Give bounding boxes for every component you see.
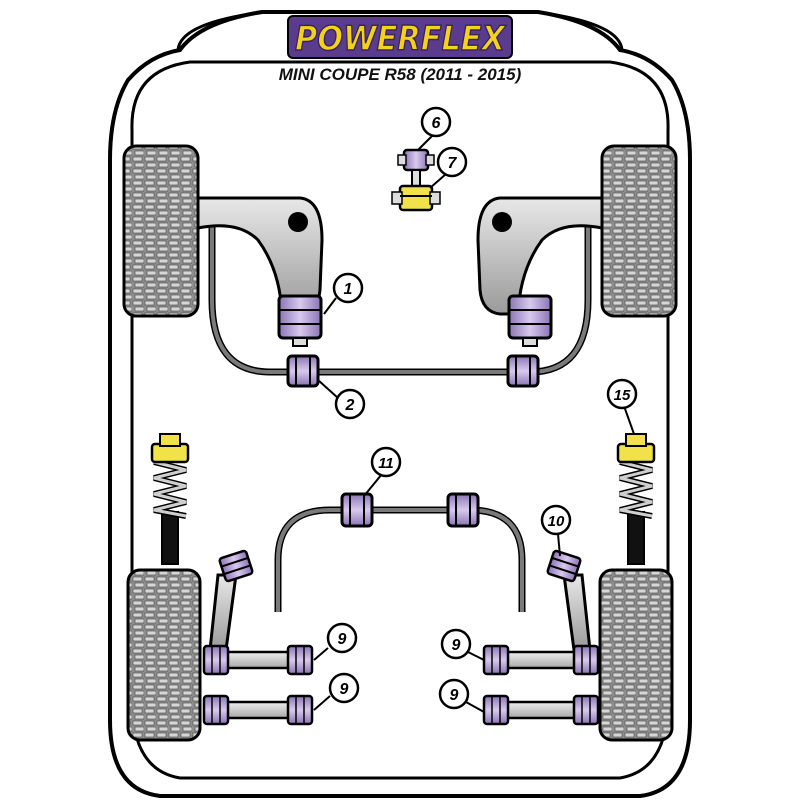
front-arm-bush-right (507, 294, 553, 347)
tyre-front-right (600, 144, 678, 318)
tyre-rear-right (598, 568, 674, 742)
callout-9-left-lower: 9 (328, 672, 360, 704)
logo-text: POWERFLEX (295, 19, 507, 59)
callout-10-label: 10 (548, 513, 565, 530)
rear-anti-roll-bar (274, 506, 526, 612)
callout-6-label: 6 (432, 115, 441, 132)
callout-11: 11 (370, 446, 402, 478)
front-arm-bush-left (277, 294, 323, 347)
engine-mount-bush-upper (397, 148, 435, 172)
tyre-front-left (122, 144, 200, 318)
callout-leaders (313, 133, 635, 713)
callout-9-label: 9 (338, 631, 347, 648)
callout-1: 1 (332, 272, 364, 304)
callout-9-label: 9 (340, 681, 349, 698)
callout-9-left-upper: 9 (326, 622, 358, 654)
model-subtitle: MINI COUPE R58 (2011 - 2015) (279, 65, 522, 84)
callout-9-label: 9 (450, 687, 459, 704)
callout-9-label: 9 (452, 637, 461, 654)
callout-15-label: 15 (614, 387, 631, 404)
callouts: 1 2 6 7 9 9 9 9 (326, 106, 638, 710)
rear-lower-lateral-arm-right (482, 694, 600, 726)
callout-2-label: 2 (345, 397, 355, 414)
rear-upper-lateral-arm-left (202, 644, 314, 676)
powerflex-logo: POWERFLEX (287, 15, 513, 60)
rear-lower-lateral-arm-left (202, 694, 314, 726)
callout-9-right-lower: 9 (438, 678, 470, 710)
callout-1-label: 1 (344, 281, 353, 298)
callout-11-label: 11 (378, 455, 394, 472)
callout-15: 15 (606, 378, 638, 410)
rear-shock-right (616, 433, 656, 565)
rear-upper-lateral-arm-right (482, 644, 600, 676)
callout-2: 2 (334, 388, 366, 420)
callout-7-label: 7 (448, 155, 458, 172)
rear-trailing-arm-left (208, 549, 254, 652)
rear-arb-bush-right (446, 492, 480, 528)
front-anti-roll-bar (208, 222, 592, 376)
callout-7: 7 (436, 146, 468, 178)
rear-trailing-arm-right (546, 549, 592, 652)
callout-6: 6 (420, 106, 452, 138)
front-arb-bush-left (286, 354, 320, 388)
tyre-rear-left (126, 568, 202, 742)
rear-arb-bush-left (340, 492, 374, 528)
callout-10: 10 (540, 504, 572, 536)
rear-shock-left (150, 433, 190, 565)
engine-mount-bush-lower (391, 184, 441, 212)
front-arb-bush-right (506, 354, 540, 388)
callout-9-right-upper: 9 (440, 628, 472, 660)
